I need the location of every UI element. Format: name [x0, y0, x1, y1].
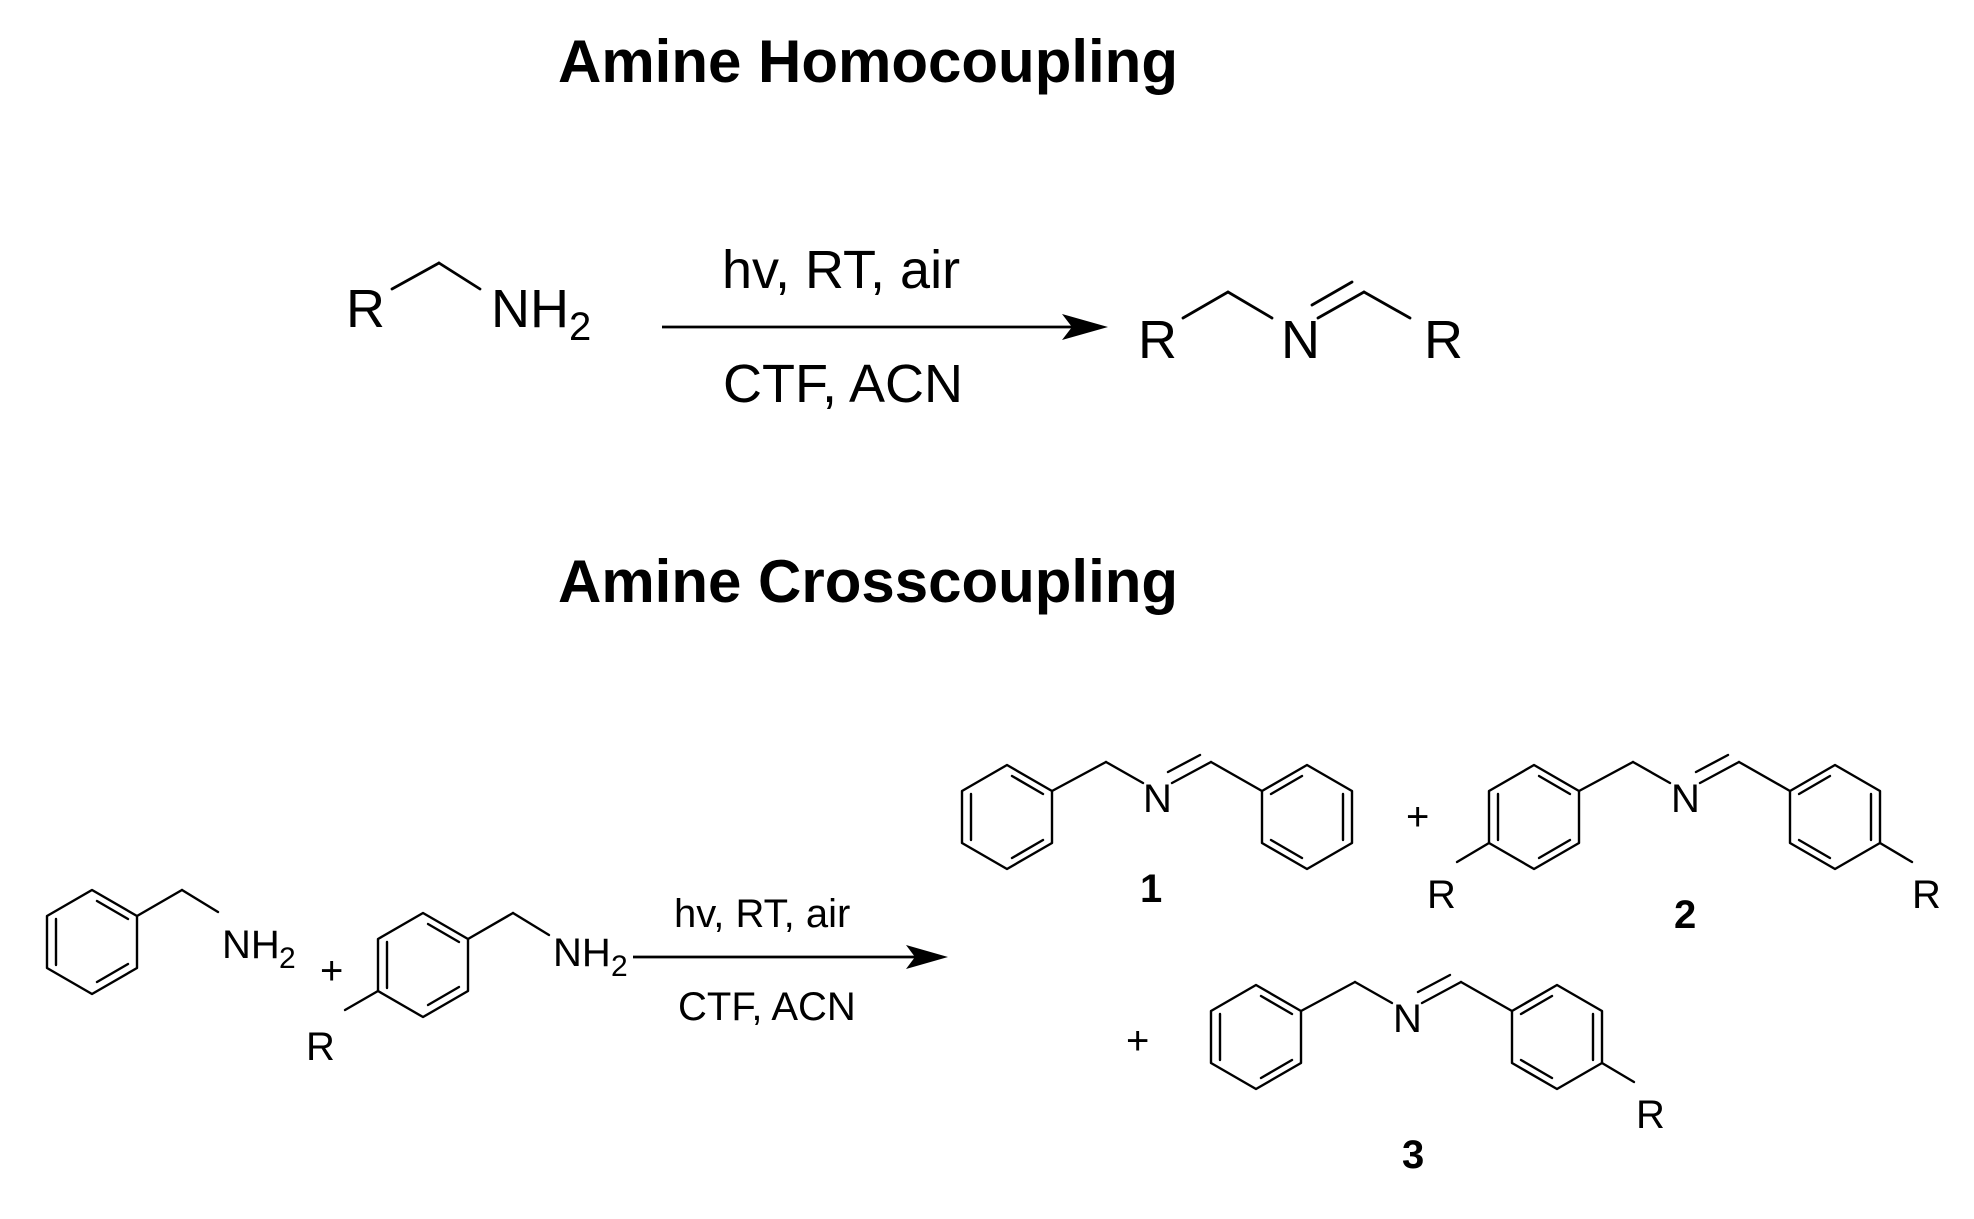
benzene-ring: [1788, 763, 1882, 871]
ring-double-bond: [1519, 1058, 1554, 1080]
benzene-ring: [1510, 983, 1604, 1091]
homocoupling-product: R N R: [1138, 280, 1463, 370]
benzene-ring: [1209, 983, 1303, 1091]
double-bond-outer: [1316, 290, 1366, 320]
double-bond-outer: [1420, 980, 1463, 1005]
product-n-label: N: [1281, 310, 1320, 370]
ring-double-bond: [1010, 774, 1045, 796]
product-3: N R 3: [1209, 973, 1665, 1177]
crosscoupling-reactant-1: NH 2: [45, 888, 296, 996]
bond: [1577, 760, 1635, 793]
homocoupling-arrow: [662, 314, 1108, 340]
homocoupling-conditions-above: hv, RT, air: [722, 240, 960, 300]
reaction-arrowhead: [1062, 314, 1108, 340]
ring-double-bond: [1797, 774, 1832, 796]
product-2: R N R 2: [1427, 753, 1941, 937]
plus-sign: +: [1406, 795, 1429, 839]
bond: [1631, 760, 1672, 785]
ring-double-bond: [1797, 838, 1832, 860]
bond: [1181, 290, 1230, 320]
reaction-arrowhead: [906, 945, 948, 969]
benzene-ring: [1487, 763, 1581, 871]
product2-r-right-label: R: [1912, 873, 1941, 917]
benzene-ring: [45, 888, 139, 996]
reactant1-nh-label: NH: [222, 923, 280, 967]
bond: [180, 888, 220, 914]
reactant2-r-label: R: [306, 1025, 335, 1069]
bond: [343, 989, 380, 1012]
homocoupling-title: Amine Homocoupling: [558, 28, 1178, 95]
bond: [1362, 290, 1412, 320]
bond: [135, 888, 184, 918]
benzene-ring: [960, 763, 1054, 871]
ring-double-bond: [95, 962, 130, 984]
ring-double-bond: [1537, 774, 1572, 796]
reactant-subscript-2: 2: [569, 305, 591, 349]
bond: [1455, 841, 1491, 864]
bond: [1459, 980, 1514, 1013]
compound-number-2: 2: [1674, 893, 1696, 937]
double-bond-inner: [1310, 280, 1354, 307]
homocoupling-conditions-below: CTF, ACN: [723, 354, 963, 414]
compound-number-3: 3: [1402, 1133, 1424, 1177]
ring-double-bond: [426, 922, 461, 944]
product1-n-label: N: [1143, 777, 1172, 821]
ring-double-bond: [1010, 838, 1045, 860]
crosscoupling-reactant-2: NH 2 R: [306, 911, 628, 1069]
ring-double-bond: [1537, 838, 1572, 860]
bond: [437, 261, 482, 291]
bond: [390, 261, 441, 291]
reactant2-nh-label: NH: [553, 931, 611, 975]
bond: [511, 911, 551, 937]
bond: [1209, 760, 1264, 793]
compound-number-1: 1: [1140, 867, 1162, 911]
ring-double-bond: [426, 985, 461, 1007]
ring-double-bond: [95, 899, 130, 921]
bond: [1600, 1061, 1636, 1084]
ring-double-bond: [1519, 994, 1554, 1016]
ring-double-bond: [1269, 774, 1304, 796]
bond: [1299, 980, 1357, 1013]
product2-r-left-label: R: [1427, 873, 1456, 917]
bond: [1878, 841, 1914, 864]
bond: [466, 911, 515, 941]
double-bond-inner: [1416, 973, 1452, 994]
bond: [1226, 290, 1274, 320]
bond: [1737, 760, 1792, 793]
double-bond-outer: [1170, 760, 1213, 785]
product2-n-label: N: [1671, 777, 1700, 821]
reactant2-subscript-2: 2: [611, 950, 628, 983]
product3-n-label: N: [1393, 997, 1422, 1041]
benzene-ring: [376, 911, 470, 1019]
double-bond-inner: [1694, 753, 1730, 774]
double-bond-inner: [1166, 753, 1202, 774]
reactant1-subscript-2: 2: [279, 942, 296, 975]
bond: [1104, 760, 1145, 785]
ring-double-bond: [1269, 838, 1304, 860]
ring-double-bond: [1259, 994, 1294, 1016]
benzene-ring: [1260, 763, 1354, 871]
crosscoupling-arrow: [633, 945, 948, 969]
crosscoupling-conditions-below: CTF, ACN: [678, 985, 856, 1029]
reactant-nh-label: NH: [491, 279, 569, 339]
crosscoupling-conditions-above: hv, RT, air: [674, 892, 850, 936]
product-1: N 1: [960, 753, 1354, 911]
reactant-r-label: R: [346, 279, 385, 339]
crosscoupling-title: Amine Crosscoupling: [558, 548, 1178, 615]
product-r-left-label: R: [1138, 310, 1177, 370]
bond: [1050, 760, 1108, 793]
plus-sign: +: [1126, 1019, 1149, 1063]
ring-double-bond: [1259, 1058, 1294, 1080]
double-bond-outer: [1698, 760, 1741, 785]
plus-sign: +: [320, 949, 343, 993]
bond: [1353, 980, 1394, 1005]
product3-r-label: R: [1636, 1093, 1665, 1137]
product-r-right-label: R: [1424, 310, 1463, 370]
homocoupling-reactant: R NH 2: [346, 261, 591, 349]
